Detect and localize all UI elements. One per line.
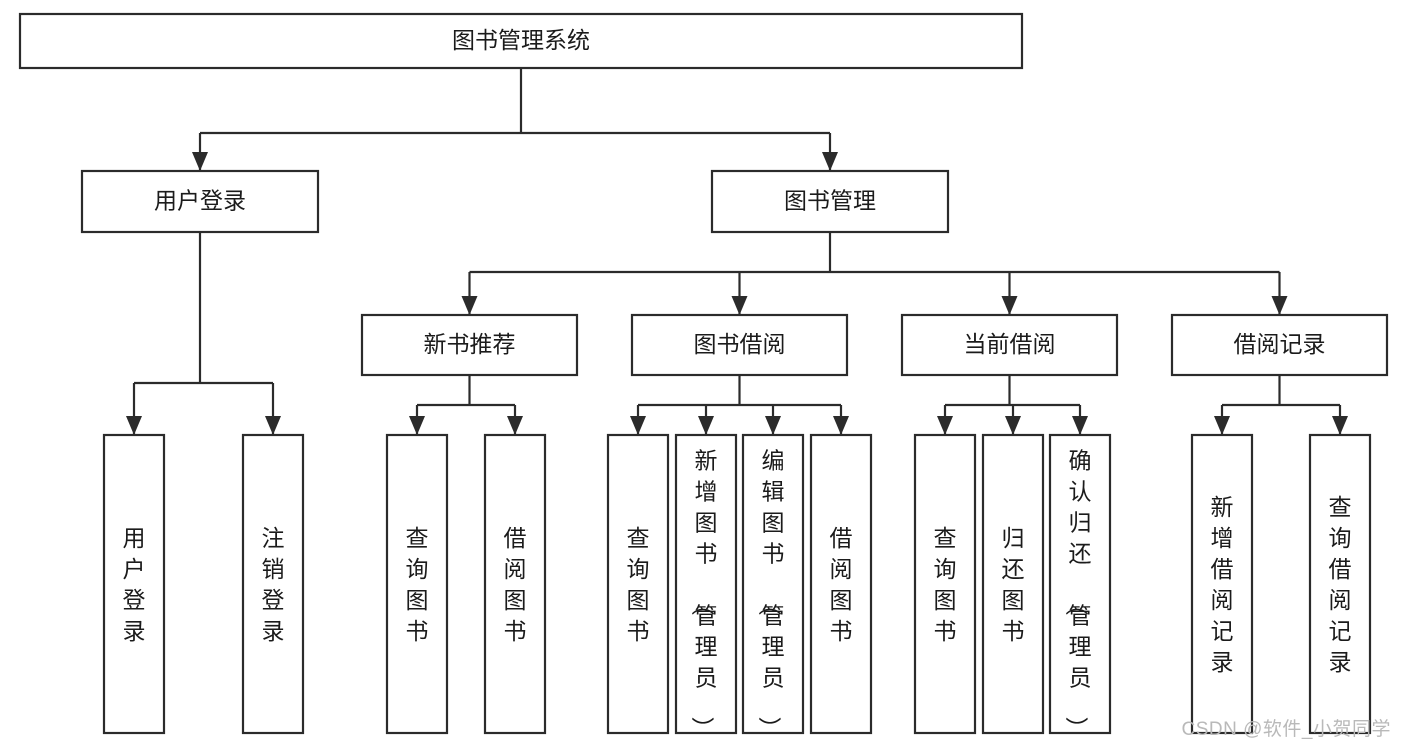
node-box[interactable] [606,433,670,735]
node-box[interactable] [741,433,805,735]
node-label: 查询图书 [934,525,957,644]
node-box[interactable] [1048,433,1112,735]
node-box[interactable] [981,433,1045,735]
node-box[interactable] [1170,313,1389,377]
node-l3-2[interactable]: 当前借阅 [900,313,1119,377]
node-label: 用户登录 [123,525,146,644]
node-leaf-8[interactable]: 查询图书 [913,433,977,735]
node-leaf-0[interactable]: 用户登录 [102,433,166,735]
node-l2-0[interactable]: 用户登录 [80,169,320,234]
arrow-head-icon [265,416,281,435]
node-box[interactable] [630,313,849,377]
node-leaf-11[interactable]: 新增借阅记录 [1190,433,1254,735]
arrow-head-icon [1072,416,1088,435]
edge-group [937,375,1088,435]
node-leaf-1[interactable]: 注销登录 [241,433,305,735]
edge-group [461,232,1288,315]
arrow-head-icon [1332,416,1348,435]
connector-layer [126,68,1348,435]
node-leaf-12[interactable]: 查询借阅记录 [1308,433,1372,735]
node-label: 用户登录 [154,188,246,214]
node-leaf-6[interactable]: 编辑图书（管理员） [741,433,805,740]
node-label: 查询图书 [406,525,429,644]
node-label: 编辑图书（管理员） [757,448,785,740]
node-box[interactable] [385,433,449,735]
node-box[interactable] [900,313,1119,377]
arrow-head-icon [507,416,523,435]
arrow-head-icon [126,416,142,435]
node-leaf-3[interactable]: 借阅图书 [483,433,547,735]
arrow-head-icon [192,152,208,171]
node-leaf-7[interactable]: 借阅图书 [809,433,873,735]
node-layer: 图书管理系统用户登录图书管理新书推荐图书借阅当前借阅借阅记录用户登录注销登录查询… [18,12,1389,740]
arrow-head-icon [731,296,748,315]
node-leaf-5[interactable]: 新增图书（管理员） [674,433,738,740]
edge-group [126,232,281,435]
arrow-head-icon [1001,296,1018,315]
node-leaf-2[interactable]: 查询图书 [385,433,449,735]
node-label: 新增借阅记录 [1211,494,1234,675]
node-box[interactable] [1190,433,1254,735]
node-label: 图书借阅 [694,331,786,357]
arrow-head-icon [630,416,646,435]
node-box[interactable] [483,433,547,735]
arrow-head-icon [1214,416,1230,435]
node-box[interactable] [80,169,320,234]
node-label: 借阅图书 [830,525,853,644]
node-leaf-10[interactable]: 确认归还（管理员） [1048,433,1112,740]
node-root-0[interactable]: 图书管理系统 [18,12,1024,70]
node-label: 图书管理 [784,188,876,214]
node-label: 图书管理系统 [452,27,590,53]
arrow-head-icon [822,152,838,171]
arrow-head-icon [937,416,953,435]
node-box[interactable] [913,433,977,735]
node-label: 新增图书（管理员） [690,448,718,740]
edge-group [1214,375,1348,435]
node-leaf-9[interactable]: 归还图书 [981,433,1045,735]
node-l3-0[interactable]: 新书推荐 [360,313,579,377]
node-label: 借阅记录 [1234,331,1326,357]
node-label: 确认归还（管理员） [1064,448,1092,740]
node-label: 当前借阅 [964,331,1056,357]
node-box[interactable] [710,169,950,234]
node-label: 查询借阅记录 [1329,494,1352,675]
node-box[interactable] [674,433,738,735]
node-l2-1[interactable]: 图书管理 [710,169,950,234]
arrow-head-icon [698,416,714,435]
edge-group [192,68,838,171]
edge-group [409,375,523,435]
node-leaf-4[interactable]: 查询图书 [606,433,670,735]
node-label: 借阅图书 [504,525,527,644]
node-box[interactable] [241,433,305,735]
arrow-head-icon [409,416,425,435]
node-label: 注销登录 [262,525,285,644]
node-l3-3[interactable]: 借阅记录 [1170,313,1389,377]
node-label: 归还图书 [1002,525,1025,644]
arrow-head-icon [1271,296,1288,315]
node-box[interactable] [102,433,166,735]
node-label: 新书推荐 [424,331,516,357]
edge-group [630,375,849,435]
arrow-head-icon [461,296,478,315]
node-label: 查询图书 [627,525,650,644]
arrow-head-icon [1005,416,1021,435]
node-l3-1[interactable]: 图书借阅 [630,313,849,377]
node-box[interactable] [18,12,1024,70]
node-box[interactable] [1308,433,1372,735]
arrow-head-icon [765,416,781,435]
node-box[interactable] [809,433,873,735]
arrow-head-icon [833,416,849,435]
node-box[interactable] [360,313,579,377]
